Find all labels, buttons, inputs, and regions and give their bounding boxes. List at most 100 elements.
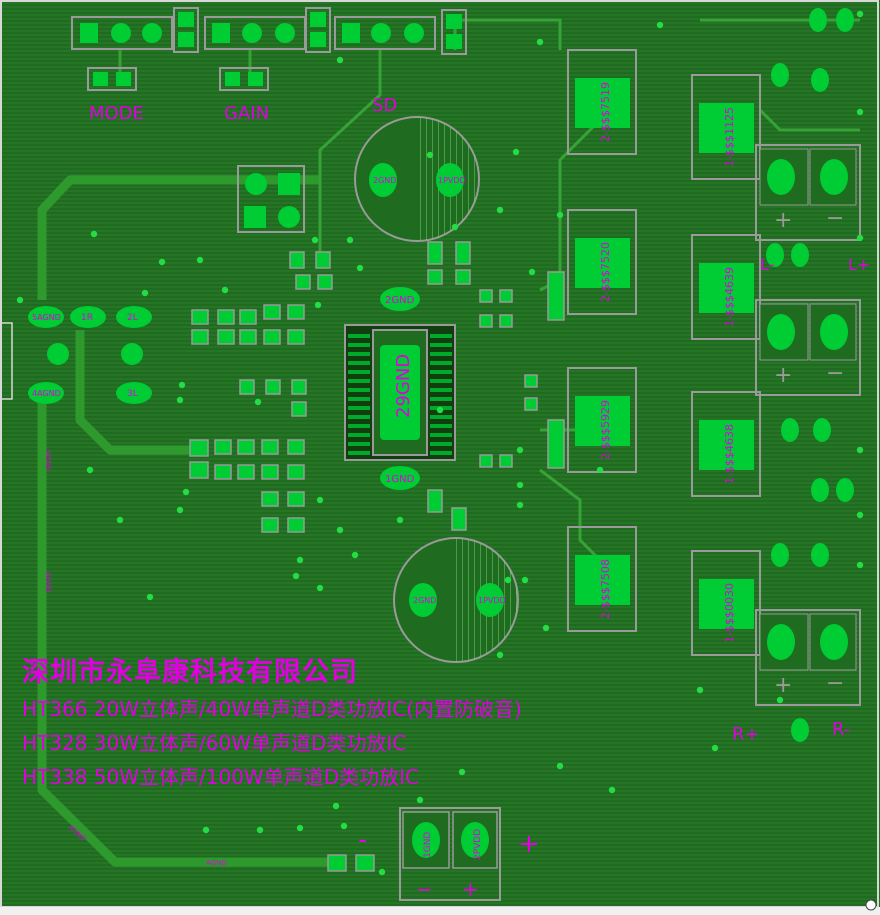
via [856, 10, 864, 18]
electrolytic-cap-top: 2GND 1PVDD [354, 116, 480, 242]
agnd5-pad-label: 5AGND [32, 313, 61, 322]
amplifier-ic: 29GND [344, 324, 456, 461]
ic-pin [430, 334, 452, 338]
gnd2-pad-label: 2GND [385, 295, 415, 306]
inductor-label: 2-$$$7508 [599, 559, 612, 619]
via [314, 301, 322, 309]
via [556, 762, 564, 770]
via [856, 108, 864, 116]
speaker-terminal: +− [755, 609, 861, 706]
ic-pin [430, 370, 452, 374]
power-smd [327, 854, 375, 872]
via [296, 556, 304, 564]
via [416, 796, 424, 804]
ic-pin [348, 415, 370, 419]
via [292, 572, 300, 580]
pad [809, 8, 827, 32]
via [86, 466, 94, 474]
agnd-net-label-2: AGND [44, 572, 52, 593]
via [608, 786, 616, 794]
inductor-label: 1-$$$1125 [723, 107, 736, 167]
ic-pin [430, 415, 452, 419]
inductor: 1-$$$4638 [691, 391, 761, 497]
cap-gnd-pad-label: 2GND [373, 176, 396, 185]
via [356, 264, 364, 272]
pad [811, 543, 829, 567]
via [512, 148, 520, 156]
gnd1-pad-label: 1GND [385, 474, 415, 485]
speaker-terminal: +− [755, 299, 861, 396]
via [178, 381, 186, 389]
pad [766, 243, 784, 267]
ic-pin [430, 388, 452, 392]
via [536, 38, 544, 46]
inductor-label: 2-$$$7519 [599, 82, 612, 142]
ic-pin [348, 424, 370, 428]
ic-pin [430, 352, 452, 356]
inductor: 1-$$$0030 [691, 550, 761, 656]
header-connectors [71, 7, 467, 91]
via [16, 296, 24, 304]
ic-pin [430, 433, 452, 437]
via [176, 396, 184, 404]
right-minus-label: R- [832, 719, 850, 740]
smd-components [189, 241, 565, 533]
via [296, 824, 304, 832]
ic-pin [430, 424, 452, 428]
via [521, 576, 529, 584]
output-terminals: +− +− +− [755, 8, 861, 742]
via [332, 802, 340, 810]
ic-pin [430, 397, 452, 401]
ic-pin [430, 442, 452, 446]
inductor: 2-$$$7519 [567, 49, 637, 155]
via [221, 286, 229, 294]
via [202, 826, 210, 834]
pad [791, 243, 809, 267]
gnd1-pad [380, 466, 420, 490]
sd-label: SD [372, 95, 397, 116]
inductor: 2-$$$7508 [567, 526, 637, 632]
ic-description-1: HT366 20W立体声/40W单声道D类功放IC(内置防破音) [22, 697, 522, 721]
via [504, 576, 512, 584]
inductor-label: 1-$$$4638 [723, 424, 736, 484]
pad [811, 68, 829, 92]
pad [771, 63, 789, 87]
speaker-terminal: +− [755, 144, 861, 241]
gnd2-pad [380, 287, 420, 311]
terminal-minus-mark: − [826, 671, 844, 696]
pwr-plus-mark: + [462, 877, 479, 901]
terminal-minus-mark: − [826, 206, 844, 231]
ic-pin [348, 379, 370, 383]
ic-pin [430, 379, 452, 383]
left-minus-label: L- [760, 255, 774, 274]
pwr-gnd-label: 1GND [423, 832, 433, 858]
electrolytic-cap-bottom: 2GND 1PVDD [393, 537, 519, 663]
pad [811, 478, 829, 502]
via [516, 501, 524, 509]
via [542, 624, 550, 632]
inductor: 2-$$$7520 [567, 209, 637, 315]
pad [836, 8, 854, 32]
via [316, 584, 324, 592]
ic-pin [348, 442, 370, 446]
via [336, 56, 344, 64]
via [396, 516, 404, 524]
mode-label: MODE [89, 103, 144, 124]
via [856, 511, 864, 519]
jumper-header [237, 165, 305, 233]
cap2-gnd-pad-label: 2GND [413, 596, 436, 605]
via [516, 481, 524, 489]
via [776, 696, 784, 704]
board-bottom-strip [0, 907, 880, 915]
via [316, 496, 324, 504]
input-pads: 5AGND 1R 2L 4AGND 3L [28, 306, 152, 404]
via [182, 488, 190, 496]
ic-pin [348, 406, 370, 410]
via [451, 223, 459, 231]
via [528, 268, 536, 276]
pwr-pvdd-label: 2PVDD [473, 829, 483, 860]
power-minus-label: - [358, 825, 367, 855]
ground-traces [37, 175, 330, 867]
